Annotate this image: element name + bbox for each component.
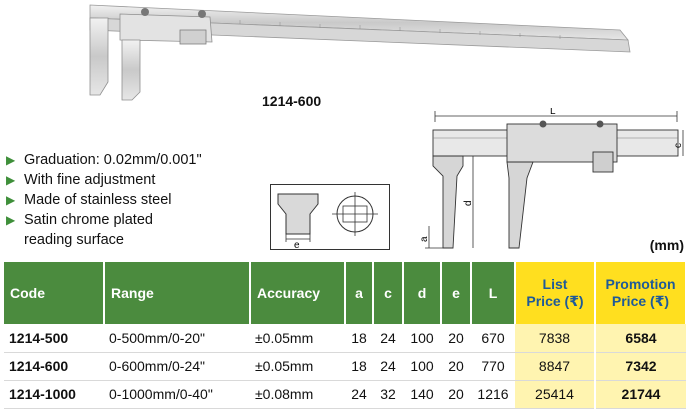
cell-range: 0-600mm/0-24" (104, 352, 250, 381)
dim-d-label: d (463, 200, 474, 206)
cell-c: 24 (373, 324, 403, 353)
header-d: d (403, 262, 442, 324)
cell-d: 100 (403, 324, 441, 353)
feature-item: ▶Made of stainless steel (6, 192, 172, 208)
dim-a-label: a (419, 236, 430, 242)
cell-code: 1214-1000 (4, 380, 104, 409)
triangle-bullet-icon: ▶ (6, 193, 16, 207)
model-label: 1214-600 (262, 93, 322, 109)
dim-L-label: L (550, 108, 556, 117)
cell-promotion-price: 6584 (594, 324, 686, 353)
dim-c-label: c (673, 143, 684, 148)
header-a: a (345, 262, 374, 324)
dim-e-label: e (294, 240, 300, 250)
cell-e: 20 (441, 352, 471, 381)
triangle-bullet-icon: ▶ (6, 153, 16, 167)
cell-d: 100 (403, 352, 441, 381)
cell-range: 0-500mm/0-20" (104, 324, 250, 353)
header-range: Range (104, 262, 251, 324)
cell-accuracy: ±0.05mm (250, 324, 345, 353)
header-code: Code (4, 262, 105, 324)
cell-L: 1216 (471, 380, 515, 409)
cell-a: 18 (345, 352, 373, 381)
cell-L: 770 (471, 352, 515, 381)
table-row: 1214-600 0-600mm/0-24" ±0.05mm 18 24 100… (4, 352, 686, 381)
feature-list: ▶Graduation: 0.02mm/0.001" ▶With fine ad… (6, 150, 202, 250)
cell-promotion-price: 21744 (594, 380, 686, 409)
cell-accuracy: ±0.05mm (250, 352, 345, 381)
cell-code: 1214-600 (4, 352, 104, 381)
cell-accuracy: ±0.08mm (250, 380, 345, 409)
cell-range: 0-1000mm/0-40" (104, 380, 250, 409)
caliper-photo (89, 4, 631, 101)
header-accuracy: Accuracy (250, 262, 346, 324)
cell-e: 20 (441, 324, 471, 353)
cell-code: 1214-500 (4, 324, 104, 353)
triangle-bullet-icon: ▶ (6, 213, 16, 227)
feature-item: ▶Satin chrome plated reading surface (6, 212, 153, 248)
header-e: e (441, 262, 472, 324)
cell-list-price: 8847 (515, 352, 595, 381)
header-L: L (471, 262, 516, 324)
cell-c: 24 (373, 352, 403, 381)
header-c: c (373, 262, 404, 324)
unit-label: (mm) (649, 237, 684, 253)
feature-item: ▶With fine adjustment (6, 172, 156, 188)
table-row: 1214-1000 0-1000mm/0-40" ±0.08mm 24 32 1… (4, 380, 686, 409)
cell-list-price: 25414 (515, 380, 595, 409)
table-row: 1214-500 0-500mm/0-20" ±0.05mm 18 24 100… (4, 324, 686, 353)
cell-a: 24 (345, 380, 373, 409)
feature-item: ▶Graduation: 0.02mm/0.001" (6, 152, 202, 168)
jaw-cross-section-diagram: e (270, 184, 390, 250)
cell-L: 670 (471, 324, 515, 353)
cell-d: 140 (403, 380, 441, 409)
cell-a: 18 (345, 324, 373, 353)
cell-c: 32 (373, 380, 403, 409)
caliper-dimension-diagram: L c d a (419, 108, 684, 249)
cell-promotion-price: 7342 (594, 352, 686, 381)
cell-e: 20 (441, 380, 471, 409)
triangle-bullet-icon: ▶ (6, 173, 16, 187)
cell-list-price: 7838 (515, 324, 595, 353)
